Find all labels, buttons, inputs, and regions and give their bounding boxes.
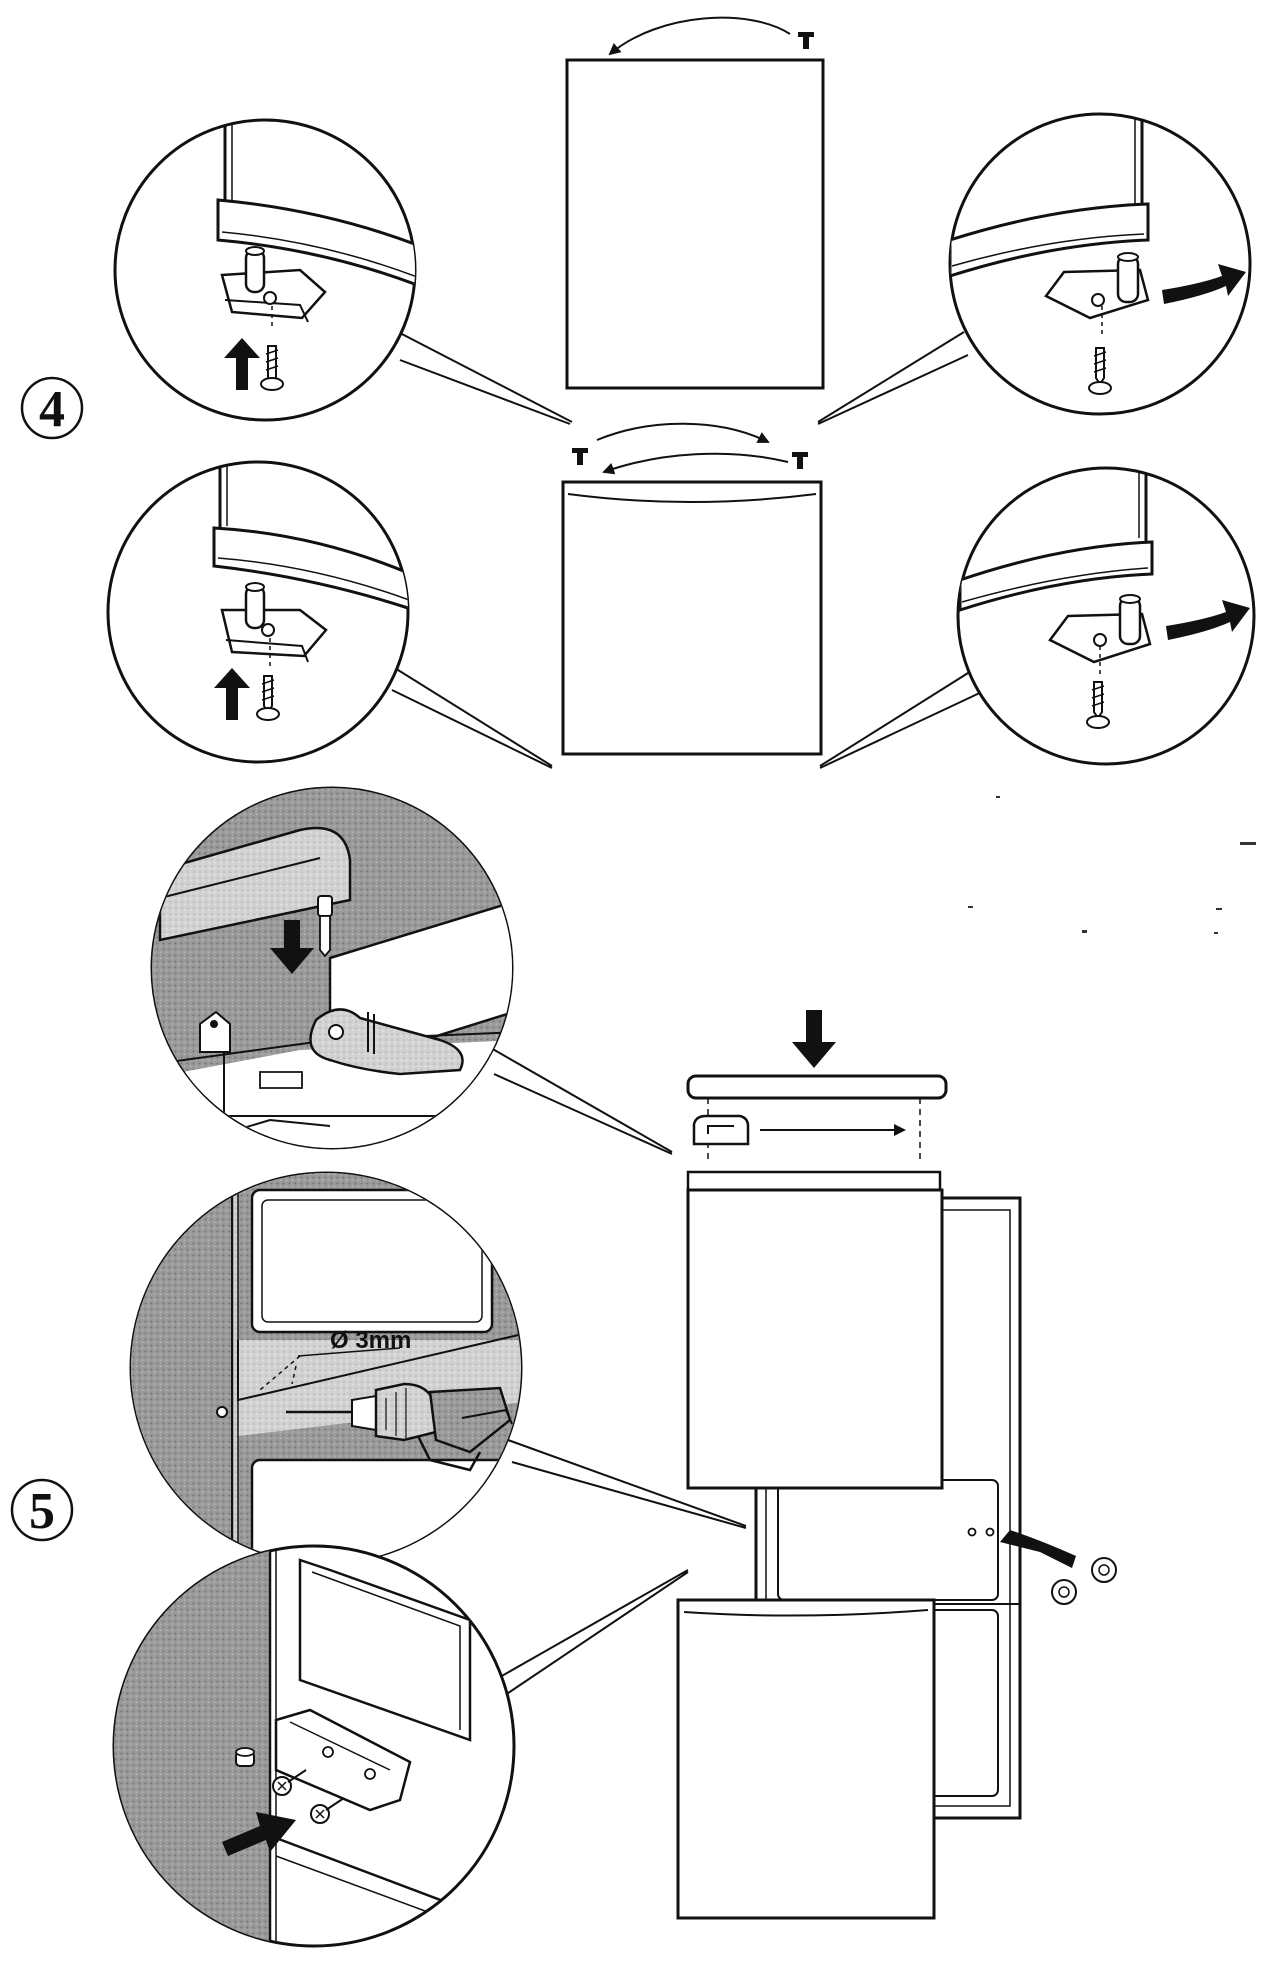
drill-diameter-label: Ø 3mm	[330, 1327, 411, 1354]
detail-circle-top-fixing	[150, 786, 514, 1150]
cover-cap-icon	[1051, 1557, 1117, 1605]
drill-icon	[286, 1382, 513, 1472]
fridge-assembly	[676, 1010, 1117, 1920]
pin-swap-arrow-left	[602, 452, 789, 475]
detail-circle-hinge-bottom-left	[106, 460, 410, 764]
detail-circle-hinge-top-left	[113, 118, 417, 422]
screw-icon	[310, 1797, 345, 1824]
detail-circle-bottom-fixing	[112, 1544, 516, 1948]
step-4-label: 4	[39, 381, 65, 438]
hinge-pin-icon	[792, 452, 808, 469]
callout-pointers-step4	[381, 331, 987, 769]
detail-circle-drilling: Ø 3mm	[129, 1171, 523, 1565]
screw-icon	[1086, 681, 1110, 729]
arrow-icon	[222, 1812, 296, 1856]
cover-strip	[686, 1074, 948, 1100]
detail-circle-hinge-top-right	[948, 112, 1252, 416]
cover-cap-icon	[692, 1114, 750, 1146]
upper-door	[565, 16, 825, 390]
scan-specks	[968, 796, 1256, 934]
screw-icon	[1088, 347, 1112, 395]
arrow-up-icon	[214, 668, 250, 720]
screw-icon	[256, 675, 280, 721]
step-5-marker: 5	[10, 1478, 74, 1542]
detail-circle-hinge-bottom-right	[956, 466, 1256, 766]
curved-arrow-icon	[1166, 600, 1250, 640]
arrow-down-icon	[270, 920, 314, 974]
step-4-marker: 4	[20, 376, 84, 440]
hinge-pin-icon	[572, 448, 588, 465]
screw-icon	[317, 895, 333, 958]
arrow-down-icon	[792, 1010, 836, 1068]
lower-door	[561, 422, 823, 756]
step-5-label: 5	[29, 1483, 55, 1540]
pin-swap-arrow-right	[596, 422, 770, 443]
hinge-pin-icon	[798, 32, 814, 49]
arrow-up-icon	[224, 338, 260, 390]
pin-transfer-arrow	[608, 16, 791, 56]
curved-arrow-icon	[1162, 264, 1246, 304]
screw-icon	[272, 1769, 307, 1796]
screw-icon	[260, 345, 284, 391]
